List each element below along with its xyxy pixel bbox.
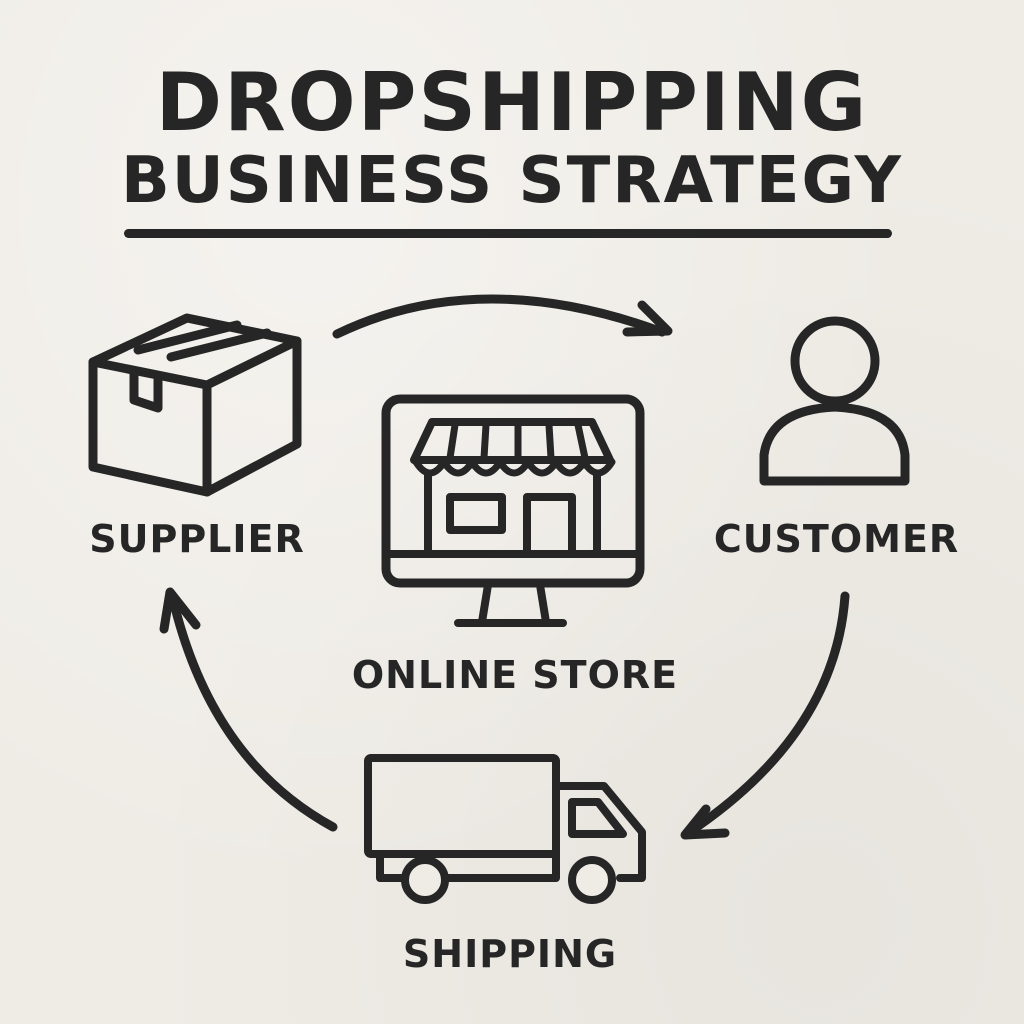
- box-icon: [88, 313, 302, 497]
- title-line-2: BUSINESS STRATEGY: [121, 144, 903, 218]
- online-store-label: ONLINE STORE: [351, 653, 679, 697]
- storefront-monitor-icon: [381, 394, 645, 627]
- shipping-label: SHIPPING: [402, 932, 618, 976]
- arrow-customer-to-shipping: [680, 591, 850, 840]
- title-line-1: DROPSHIPPING: [155, 56, 869, 149]
- arrow-shipping-to-supplier: [159, 587, 338, 832]
- title-underline: [124, 229, 892, 238]
- customer-label: CUSTOMER: [713, 517, 960, 561]
- arrow-supplier-to-customer: [332, 294, 673, 339]
- person-icon: [759, 316, 910, 486]
- truck-icon: [364, 754, 646, 904]
- supplier-label: SUPPLIER: [89, 517, 305, 561]
